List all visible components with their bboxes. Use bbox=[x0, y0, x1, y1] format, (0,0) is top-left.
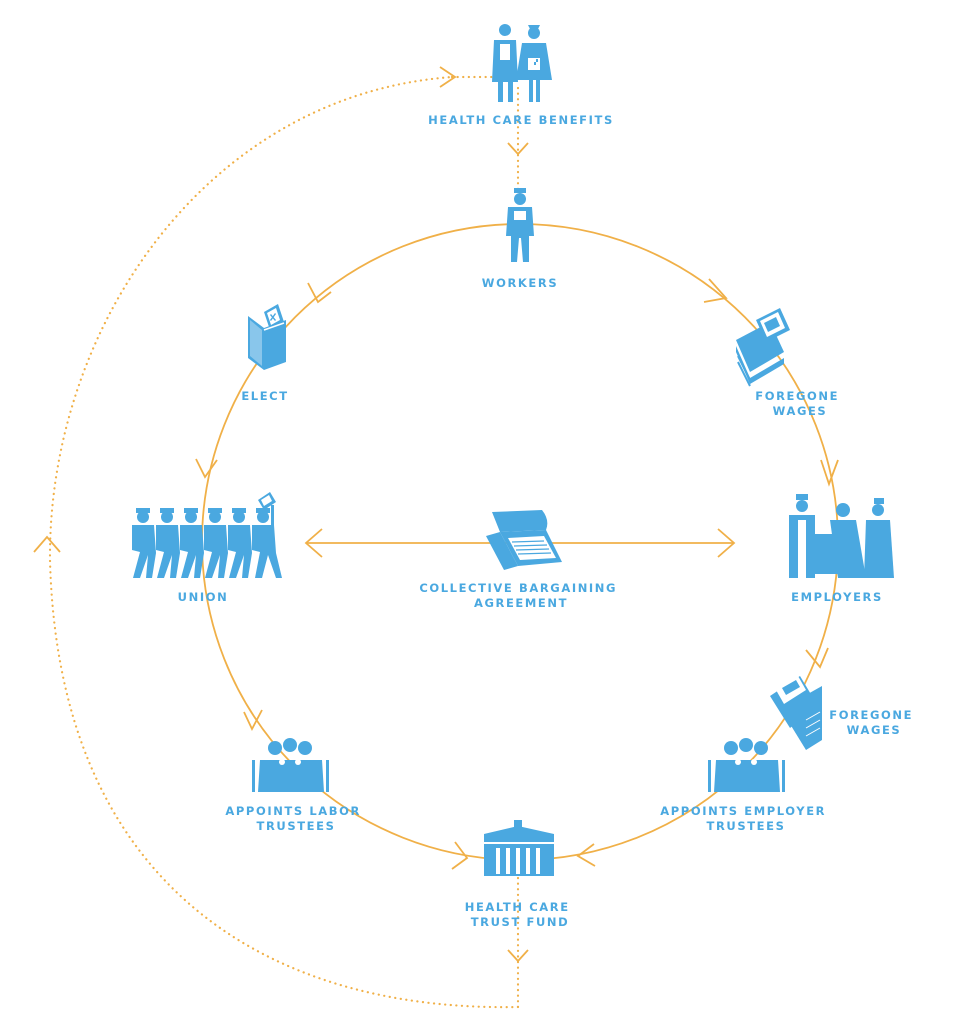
arrowhead-to-trust-fund-left bbox=[451, 841, 469, 870]
money-stack-icon bbox=[770, 676, 822, 750]
node-label-union: UNION bbox=[178, 590, 229, 604]
node-label-trust-fund: HEALTH CARE TRUST FUND bbox=[465, 900, 576, 929]
worker-icon bbox=[506, 188, 534, 262]
trustees-icon bbox=[708, 738, 785, 792]
node-label-agreement: COLLECTIVE BARGAINING AGREEMENT bbox=[419, 581, 622, 610]
building-icon bbox=[484, 820, 554, 876]
node-label-elect: ELECT bbox=[241, 389, 288, 403]
node-label-foregone-wages-1: FOREGONE WAGES bbox=[755, 389, 844, 418]
marching-workers-icon bbox=[132, 492, 282, 578]
ring-arrowheads bbox=[195, 278, 839, 870]
node-label-workers: WORKERS bbox=[482, 276, 558, 290]
arrowhead-to-labor-trustees bbox=[243, 709, 263, 732]
arrowhead-wages-to-employers bbox=[820, 459, 839, 487]
arrowhead-workers-to-wages bbox=[703, 278, 728, 303]
arrowhead-to-elect bbox=[307, 282, 332, 304]
arrowhead-to-union bbox=[195, 458, 218, 479]
dotted-return-loop bbox=[33, 66, 529, 1009]
node-label-employers: EMPLOYERS bbox=[791, 590, 883, 604]
businessmen-icon bbox=[789, 494, 894, 578]
arrowhead-employers-to-wages bbox=[805, 647, 829, 669]
doctor-and-nurse-icon bbox=[492, 24, 552, 102]
trustees-icon bbox=[252, 738, 329, 792]
node-label-labor-trustees: APPOINTS LABOR TRUSTEES bbox=[225, 804, 366, 833]
node-label-foregone-wages-2: FOREGONE WAGES bbox=[829, 708, 918, 737]
node-label-employer-trustees: APPOINTS EMPLOYER TRUSTEES bbox=[660, 804, 831, 833]
node-label-health-care-benefits: HEALTH CARE BENEFITS bbox=[428, 113, 614, 127]
arrowhead-to-trust-fund-right bbox=[576, 843, 596, 867]
document-scroll-icon bbox=[486, 510, 562, 570]
money-stack-icon bbox=[736, 308, 790, 387]
ballot-box-icon bbox=[248, 304, 286, 370]
